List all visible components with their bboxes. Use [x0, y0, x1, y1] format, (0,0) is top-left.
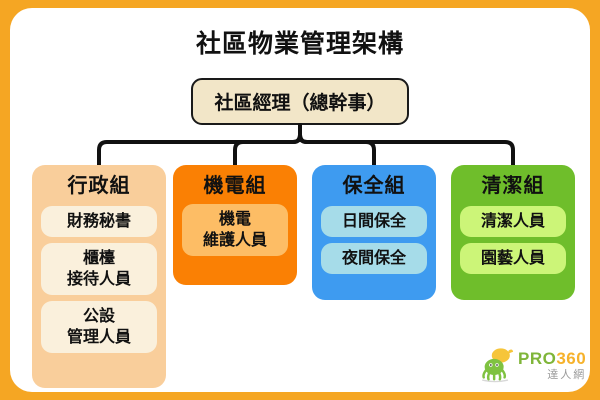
org-node-admin-1-line1: 財務秘書 [66, 213, 131, 230]
page-title: 社區物業管理架構 [195, 30, 404, 58]
brand-logo-primary: PRO360 [518, 350, 586, 367]
org-node-security-1-line1: 日間保全 [341, 213, 406, 230]
brand-logo-pro: PRO [518, 348, 557, 368]
org-node-security-2-line1: 夜間保全 [341, 250, 406, 267]
org-node-cleaning-1[interactable]: 清潔人員 [460, 206, 566, 237]
brand-logo-number: 360 [556, 348, 587, 368]
org-node-security-1[interactable]: 日間保全 [321, 206, 427, 237]
org-node-admin-2-line2: 接待人員 [66, 271, 131, 288]
chart-canvas: 社區物業管理架構 社區經理（總幹事） 行政組 財務秘書 櫃檯 接待人員 公設 管… [10, 8, 590, 392]
brand-logo-text: PRO360 達人網 [518, 350, 586, 381]
org-node-admin-2-line1: 櫃檯 [82, 250, 115, 267]
org-node-cleaning-2[interactable]: 園藝人員 [460, 243, 566, 274]
org-group-mechanical[interactable]: 機電組 機電 維護人員 [173, 165, 297, 285]
org-node-mechanical-1[interactable]: 機電 維護人員 [182, 204, 288, 256]
org-node-admin-2[interactable]: 櫃檯 接待人員 [41, 243, 157, 295]
org-node-root[interactable]: 社區經理（總幹事） [191, 78, 409, 125]
org-group-admin-title: 行政組 [67, 175, 131, 197]
org-group-admin[interactable]: 行政組 財務秘書 櫃檯 接待人員 公設 管理人員 [32, 165, 166, 388]
octopus-mascot-icon [482, 348, 514, 383]
org-group-mechanical-title: 機電組 [203, 175, 267, 197]
org-node-root-label: 社區經理（總幹事） [214, 93, 386, 114]
org-node-admin-1[interactable]: 財務秘書 [41, 206, 157, 237]
org-group-security[interactable]: 保全組 日間保全 夜間保全 [312, 165, 436, 300]
brand-logo[interactable]: PRO360 達人網 [478, 344, 586, 386]
org-node-cleaning-2-line1: 園藝人員 [480, 250, 545, 267]
org-group-cleaning[interactable]: 清潔組 清潔人員 園藝人員 [451, 165, 575, 300]
org-group-security-title: 保全組 [342, 175, 406, 197]
org-node-admin-3-line1: 公設 [82, 308, 115, 325]
org-node-cleaning-1-line1: 清潔人員 [480, 213, 545, 230]
org-node-mechanical-1-line2: 維護人員 [202, 232, 267, 249]
org-node-admin-3[interactable]: 公設 管理人員 [41, 301, 157, 353]
org-group-cleaning-title: 清潔組 [481, 175, 545, 197]
brand-logo-secondary: 達人網 [547, 368, 587, 381]
org-node-security-2[interactable]: 夜間保全 [321, 243, 427, 274]
org-node-mechanical-1-line1: 機電 [218, 211, 251, 228]
org-node-admin-3-line2: 管理人員 [66, 329, 131, 346]
